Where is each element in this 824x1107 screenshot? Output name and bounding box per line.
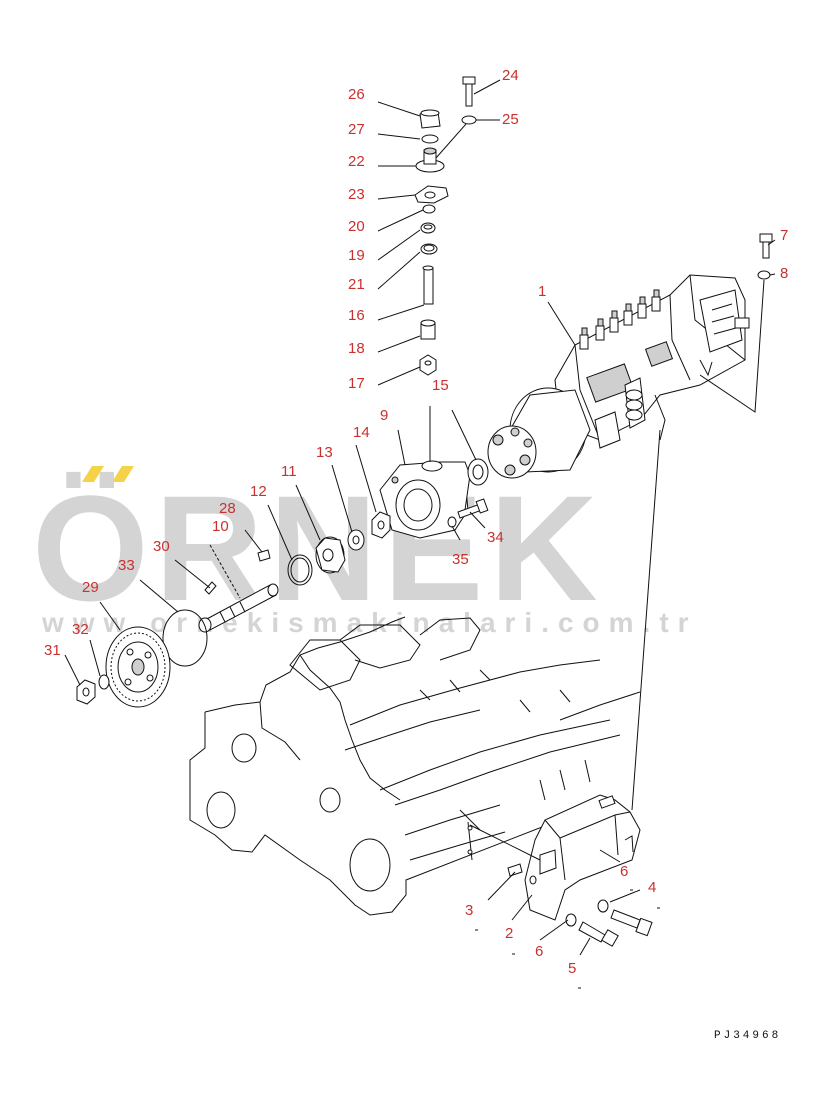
pump-timer-coupling [487,387,591,479]
callout-11: 11 [281,463,297,480]
watermark-brand: ÖRNEK [32,464,604,632]
callout-6-lower: 6 [535,943,543,960]
bolt-34 [457,498,489,519]
watermark-accent-right [112,466,134,482]
washer-35 [447,516,457,528]
nut-31 [76,679,96,705]
callout-9: 9 [380,407,388,424]
callout-26: 26 [348,86,365,103]
bolt-24 [462,76,476,107]
callout-1: 1 [538,283,546,300]
callout-21: 21 [348,276,365,293]
callout-35: 35 [452,551,469,568]
leader-lines [64,79,776,956]
o-ring-33 [162,609,208,667]
injection-pump [487,274,750,479]
callout-24: 24 [502,67,519,84]
callout-12: 12 [250,483,267,500]
washer-8 [757,270,771,280]
callout-33: 33 [118,557,135,574]
callout-16: 16 [348,307,365,324]
callout-10: 10 [212,518,229,535]
drawing-code: PJ34968 [714,1030,781,1042]
bushing-18 [420,319,436,340]
callout-4: 4 [648,879,656,896]
bolt-4 [610,909,653,937]
callout-25: 25 [502,111,519,128]
dowel-pin-3 [507,863,523,877]
pump-delivery-valves [579,289,661,350]
callout-8: 8 [780,265,788,282]
callout-labels: 1 2 3 4 5 6 6 7 8 9 10 11 12 13 14 15 16… [44,67,788,977]
nut-14 [371,511,391,539]
callout-19: 19 [348,247,365,264]
o-ring-15 [467,458,489,486]
callout-30: 30 [153,538,170,555]
callout-6-upper: 6 [620,863,628,880]
pin-16 [422,265,434,305]
ring-19 [420,222,436,234]
key-30 [204,581,217,595]
callout-18: 18 [348,340,365,357]
key-28 [257,549,271,562]
coupling-11 [315,536,346,574]
pump-bracket [524,794,641,921]
gear-29 [105,626,171,708]
callout-28: 28 [219,500,236,517]
lock-washer-13 [347,529,365,551]
housing-9 [379,460,471,539]
watermark: ÖRNEK www.ornekismakinalari.com.tr [32,464,689,638]
cap-nut-26 [419,109,441,129]
callout-22: 22 [348,153,365,170]
washer-20 [422,204,436,214]
drive-shaft-10 [198,583,279,633]
callout-13: 13 [316,444,333,461]
washer-6-lower [565,913,577,927]
callout-15: 15 [432,377,449,394]
washer-27 [421,134,439,144]
tick-marks [475,889,660,989]
callout-2: 2 [505,925,513,942]
washer-32 [98,674,110,690]
bolt-5 [578,921,619,947]
callout-5: 5 [568,960,576,977]
watermark-accent-left [82,466,104,482]
callout-17: 17 [348,375,365,392]
washer-6-upper [597,899,609,913]
engine-block [189,616,641,916]
bolt-7 [759,233,773,259]
ring-21 [420,243,438,255]
callout-32: 32 [72,621,89,638]
nut-17 [419,354,437,376]
callout-20: 20 [348,218,365,235]
gasket-23 [414,185,449,204]
callout-7: 7 [780,227,788,244]
callout-23: 23 [348,186,365,203]
connector-22 [415,147,445,173]
callout-3: 3 [465,902,473,919]
callout-31: 31 [44,642,61,659]
callout-34: 34 [487,529,504,546]
callout-14: 14 [353,424,370,441]
callout-27: 27 [348,121,365,138]
snap-ring-12 [287,554,313,586]
washer-25 [461,115,477,125]
callout-29: 29 [82,579,99,596]
